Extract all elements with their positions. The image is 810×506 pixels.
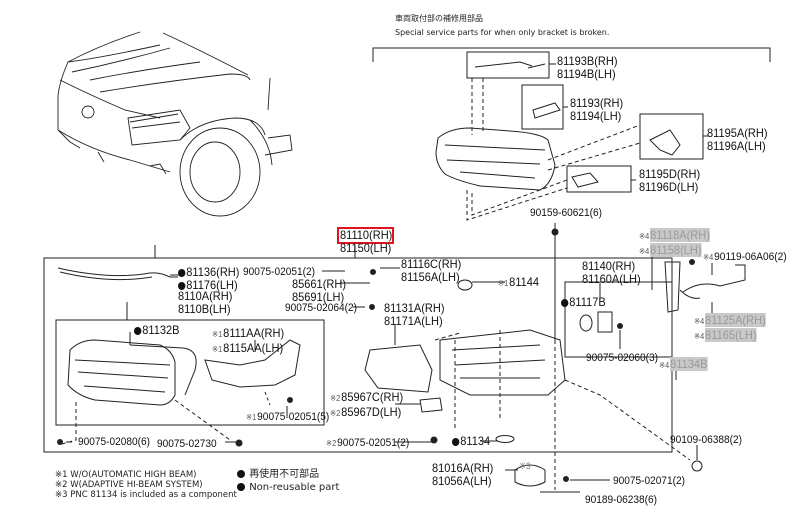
non-reusable-icon	[452, 438, 460, 446]
bolt-label-90159-60621[interactable]: 90159-60621(6)	[530, 207, 603, 219]
part-label-81136[interactable]: 81136(RH) 81176(LH)	[178, 266, 239, 291]
part-label-8110A[interactable]: 8110A(RH) 8110B(LH)	[178, 289, 233, 316]
bolt-label-90119-06A06[interactable]: ※490119-06A06(2)	[703, 251, 787, 263]
part-label-8111AA[interactable]: ※18111AA(RH) ※18115AA(LH)	[212, 326, 285, 355]
main-assembly-frame	[43, 257, 673, 453]
part-label-81134[interactable]: 81134	[452, 435, 490, 448]
bolt-label-90109-06388[interactable]: 90109-06388(2)	[670, 434, 743, 446]
bolt-label-90075-02730[interactable]: 90075-02730	[157, 438, 217, 450]
note-mark-3: ※3	[519, 461, 531, 471]
bolt-label-90075-02080[interactable]: 90075-02080(6)	[78, 436, 151, 448]
legend: 再使用不可部品 Non-reusable part	[237, 468, 339, 494]
bolt-label-90075-02064[interactable]: 90075-02064(2)	[285, 302, 358, 314]
non-reusable-icon	[237, 483, 245, 491]
footnote-3: ※3 PNC 81134 is included as a component	[55, 490, 237, 500]
part-label-81125A[interactable]: ※481125A(RH) ※481165(LH)	[694, 313, 766, 342]
part-label-81116C[interactable]: 81116C(RH) 81156A(LH)	[401, 257, 462, 284]
legend-jp: 再使用不可部品	[249, 469, 320, 480]
non-reusable-icon	[134, 327, 142, 335]
part-label-85661[interactable]: 85661(RH) 85691(LH)	[292, 277, 347, 304]
part-label-81193B[interactable]: 81193B(RH) 81194B(LH)	[557, 54, 618, 81]
non-reusable-icon	[178, 281, 186, 290]
footnotes: ※1 W/O(AUTOMATIC HIGH BEAM) ※2 W(ADAPTIV…	[55, 470, 237, 500]
part-label-81016A[interactable]: 81016A(RH) 81056A(LH)	[432, 461, 494, 488]
part-label-81134B[interactable]: ※481134B	[659, 357, 708, 371]
part-label-81195D[interactable]: 81195D(RH) 81196D(LH)	[639, 167, 701, 194]
legend-en: Non-reusable part	[249, 482, 340, 493]
bolt-label-90075-02060[interactable]: 90075-02060(3)	[586, 352, 659, 364]
footnote-1: ※1 W/O(AUTOMATIC HIGH BEAM)	[55, 470, 197, 480]
bolt-label-90075-02051-2b[interactable]: ※290075-02051(2)	[326, 437, 410, 449]
non-reusable-icon	[178, 269, 186, 277]
highlight-box	[337, 227, 394, 244]
special-parts-title-jp: 車両取付部の補修用部品	[395, 14, 483, 23]
part-label-81140[interactable]: 81140(RH) 81160A(LH)	[582, 259, 641, 286]
non-reusable-icon	[237, 470, 245, 478]
part-label-85967C[interactable]: ※285967C(RH) ※285967D(LH)	[330, 390, 404, 419]
special-parts-title-en: Special service parts for when only brac…	[395, 28, 610, 37]
non-reusable-icon	[561, 299, 569, 307]
part-label-81132B[interactable]: 81132B	[134, 324, 180, 337]
part-label-81118A[interactable]: ※481118A(RH) ※481158(LH)	[639, 228, 710, 257]
special-parts-frame	[372, 47, 771, 62]
part-label-81193[interactable]: 81193(RH) 81194(LH)	[570, 96, 624, 123]
bolt-label-90075-02051-5[interactable]: ※190075-02051(5)	[246, 411, 330, 423]
bolt-label-90189-06238[interactable]: 90189-06238(6)	[585, 494, 658, 506]
part-label-81195A[interactable]: 81195A(RH) 81196A(LH)	[707, 126, 768, 153]
bolt-label-90075-02071[interactable]: 90075-02071(2)	[613, 475, 686, 487]
part-label-81110[interactable]: 81110(RH) 81150(LH)	[340, 228, 393, 255]
part-label-81131A[interactable]: 81131A(RH) 81171A(LH)	[384, 301, 445, 328]
bolt-label-90075-02051-2a[interactable]: 90075-02051(2)	[243, 266, 316, 278]
part-label-81144[interactable]: ※181144	[498, 275, 540, 289]
vehicle-front-illustration	[57, 31, 293, 217]
footnote-2: ※2 W(ADAPTIVE HI-BEAM SYSTEM)	[55, 480, 203, 490]
part-label-81117B[interactable]: 81117B	[561, 296, 606, 309]
